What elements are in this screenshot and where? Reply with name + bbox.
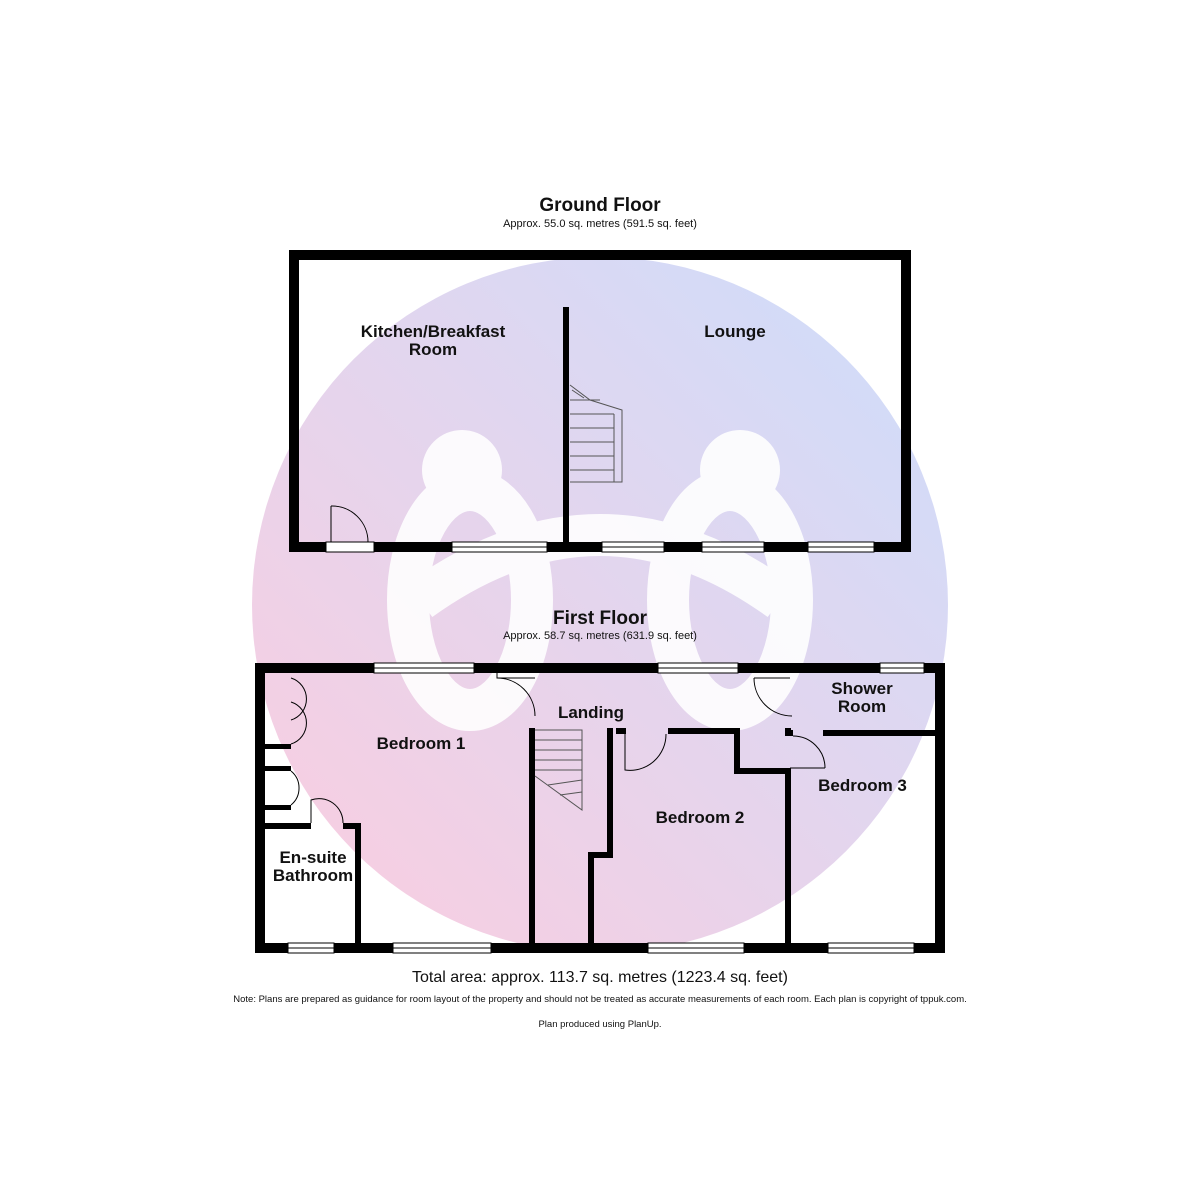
front-door — [325, 505, 375, 553]
ground-floor-plan — [289, 250, 911, 553]
planup-credit: Plan produced using PlanUp. — [538, 1019, 662, 1030]
total-area: Total area: approx. 113.7 sq. metres (12… — [412, 969, 788, 986]
first-floor-stairs — [534, 729, 583, 811]
room-label-bedroom-2: Bedroom 2 — [655, 808, 745, 827]
ground-floor-title: Ground Floor — [539, 195, 661, 216]
room-label-kitchen: Kitchen/Breakfast Room — [360, 322, 506, 359]
watermark-logo — [252, 257, 948, 953]
first-floor-walls — [255, 663, 945, 953]
room-label-ensuite: En-suite Bathroom — [272, 848, 354, 885]
ground-floor-area: Approx. 55.0 sq. metres (591.5 sq. feet) — [503, 218, 697, 230]
first-floor-area: Approx. 58.7 sq. metres (631.9 sq. feet) — [503, 630, 697, 642]
ground-floor-walls — [289, 250, 911, 552]
room-label-landing: Landing — [557, 703, 625, 722]
first-floor-title: First Floor — [553, 608, 647, 629]
room-label-bedroom-3: Bedroom 3 — [818, 776, 907, 795]
first-floor-plan — [255, 662, 945, 954]
room-label-lounge: Lounge — [704, 322, 766, 341]
room-label-bedroom-1: Bedroom 1 — [376, 734, 466, 753]
room-label-shower-room: Shower Room — [831, 679, 893, 716]
first-floor-doors — [290, 673, 826, 824]
disclaimer-note: Note: Plans are prepared as guidance for… — [233, 994, 967, 1005]
ground-floor-stairs — [569, 384, 623, 483]
